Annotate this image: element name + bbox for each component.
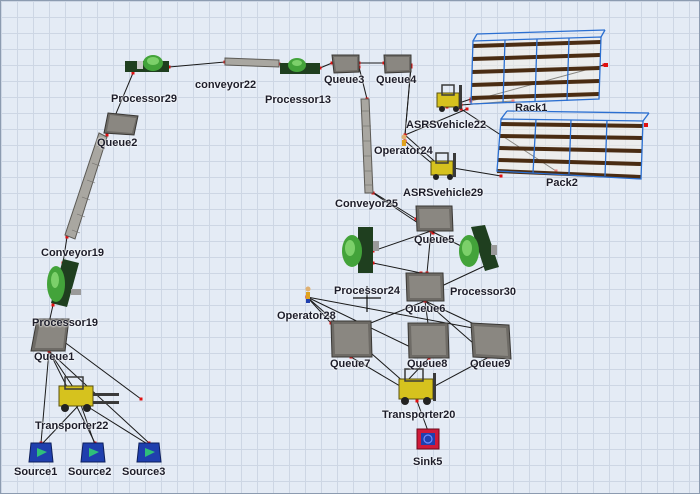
connector-line	[62, 236, 68, 264]
label-queue5: Queue5	[414, 234, 455, 246]
connector-line	[306, 296, 490, 332]
transporter20-object[interactable]	[398, 368, 436, 405]
port-marker	[139, 397, 143, 401]
processor13-object[interactable]	[280, 58, 320, 74]
asrsvehicle29-object[interactable]	[430, 152, 456, 180]
source2-object[interactable]	[80, 442, 106, 463]
processor30-object[interactable]	[459, 225, 499, 271]
label-source3: Source3	[122, 466, 166, 478]
processor24-object[interactable]	[342, 227, 379, 273]
connector-line	[40, 350, 50, 444]
queue5-object[interactable]	[415, 205, 454, 232]
port-marker	[65, 235, 69, 239]
port-marker	[499, 174, 503, 178]
queue4-object[interactable]	[383, 54, 412, 74]
label-rack1: Rack1	[515, 102, 548, 114]
operator24-object[interactable]	[401, 134, 407, 147]
port-marker	[415, 399, 419, 403]
label-queue9: Queue9	[470, 358, 511, 370]
label-source2: Source2	[68, 466, 112, 478]
label-operator24: Operator24	[374, 145, 433, 157]
conveyor25-object[interactable]	[360, 98, 374, 194]
port-marker	[330, 61, 334, 65]
label-source1: Source1	[14, 466, 58, 478]
queue8-object[interactable]	[407, 322, 450, 359]
rack1-object[interactable]	[470, 29, 608, 105]
label-processor13: Processor13	[265, 94, 332, 106]
processor19-object[interactable]	[47, 259, 81, 307]
queue2-object[interactable]	[103, 112, 139, 136]
connector-line	[426, 230, 432, 274]
label-processor30: Processor30	[450, 286, 517, 298]
port-marker	[51, 303, 55, 307]
connector-line	[48, 350, 150, 444]
connector-line	[40, 404, 80, 446]
label-transporter20: Transporter20	[382, 409, 456, 421]
label-queue8: Queue8	[407, 358, 448, 370]
label-conveyor22: conveyor22	[195, 79, 257, 91]
connector-line	[372, 262, 422, 274]
connector-line	[358, 66, 368, 100]
label-asrsvehicle29: ASRSvehicle29	[403, 187, 484, 199]
label-conveyor19: Conveyor19	[41, 247, 104, 259]
connector-line	[370, 190, 417, 220]
label-pack2: Pack2	[546, 177, 578, 189]
label-operator28: Operator28	[277, 310, 336, 322]
label-asrsvehicle22: ASRSvehicle22	[406, 119, 487, 131]
source1-object[interactable]	[28, 442, 54, 463]
conveyor22-object[interactable]	[224, 57, 280, 68]
label-conveyor25: Conveyor25	[335, 198, 398, 210]
label-processor24: Processor24	[334, 285, 401, 297]
connector-line	[404, 66, 412, 136]
source3-object[interactable]	[136, 442, 162, 463]
label-queue7: Queue7	[330, 358, 371, 370]
label-processor19: Processor19	[32, 317, 99, 329]
queue6-object[interactable]	[405, 272, 445, 302]
label-queue4: Queue4	[376, 74, 417, 86]
label-queue6: Queue6	[405, 303, 446, 315]
queue3-object[interactable]	[331, 54, 360, 74]
connector-line	[306, 296, 332, 324]
connector-line	[319, 62, 333, 69]
transporter22-object[interactable]	[58, 376, 119, 412]
label-queue3: Queue3	[324, 74, 365, 86]
sink5-object[interactable]	[416, 428, 440, 450]
queue9-object[interactable]	[470, 322, 512, 360]
port-marker	[131, 71, 135, 75]
queue1-object[interactable]	[30, 318, 70, 352]
label-transporter22: Transporter22	[35, 420, 109, 432]
operator28-object[interactable]	[305, 286, 311, 304]
asrsvehicle22-object[interactable]	[436, 84, 462, 112]
processor29-object[interactable]	[125, 55, 169, 72]
port-marker	[465, 107, 469, 111]
port-marker	[414, 217, 418, 221]
move-cursor-icon	[353, 286, 381, 312]
connector-line	[404, 108, 468, 136]
port-marker	[431, 231, 435, 235]
connector-line	[62, 340, 142, 400]
conveyor19-object[interactable]	[64, 132, 108, 240]
label-queue1: Queue1	[34, 351, 75, 363]
label-processor29: Processor29	[111, 93, 178, 105]
connector-line	[80, 404, 96, 446]
connector-line	[432, 356, 490, 388]
connector-line	[350, 356, 406, 390]
label-sink5: Sink5	[413, 456, 443, 468]
label-queue2: Queue2	[97, 137, 138, 149]
connector-line	[416, 400, 429, 432]
connector-line	[84, 404, 150, 446]
pack2-object[interactable]	[496, 110, 650, 180]
connector-line	[372, 230, 432, 252]
queue7-object[interactable]	[330, 320, 373, 358]
port-marker	[105, 133, 109, 137]
connector-line	[168, 61, 226, 68]
